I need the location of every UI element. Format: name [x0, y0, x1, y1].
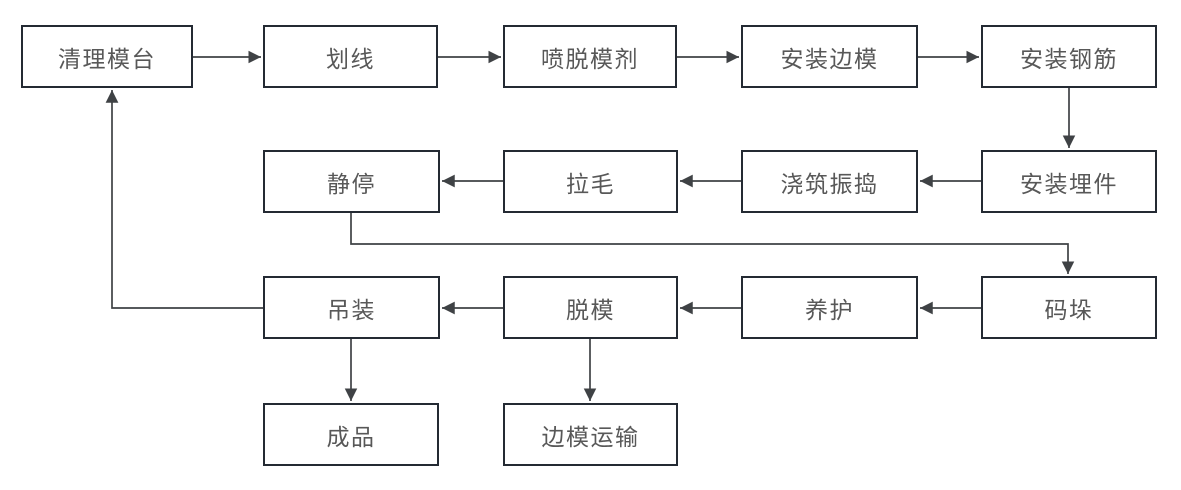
flow-node-label-demolding: 脱模 — [566, 296, 615, 323]
flow-node-label-marking: 划线 — [326, 45, 375, 72]
flow-node-side-mold-transport: 边模运输 — [503, 403, 678, 466]
flow-node-stacking: 码垛 — [981, 276, 1157, 339]
flow-node-label-side-mold-transport: 边模运输 — [541, 423, 640, 450]
flow-node-install-side-mold: 安装边模 — [741, 25, 918, 88]
flow-node-hoisting: 吊装 — [263, 276, 440, 339]
flow-node-pour-vibrate: 浇筑振捣 — [741, 150, 918, 213]
flow-node-label-curing: 养护 — [805, 296, 854, 323]
flow-node-install-rebar: 安装钢筋 — [981, 25, 1157, 88]
flow-node-label-clean-pallet: 清理模台 — [58, 45, 156, 72]
flow-node-roughening: 拉毛 — [503, 150, 678, 213]
flow-node-spray-release-agent: 喷脱模剂 — [503, 25, 677, 88]
flow-node-finished-product: 成品 — [263, 403, 439, 466]
flow-node-install-embeds: 安装埋件 — [981, 150, 1157, 213]
flow-node-demolding: 脱模 — [503, 276, 678, 339]
flow-node-label-stacking: 码垛 — [1044, 296, 1094, 323]
flow-edge-hoisting-to-clean-pallet — [105, 90, 263, 309]
flow-node-label-install-embeds: 安装埋件 — [1020, 170, 1118, 197]
flow-node-label-roughening: 拉毛 — [566, 170, 615, 197]
flow-node-label-finished-product: 成品 — [326, 423, 376, 450]
flow-node-marking: 划线 — [263, 25, 438, 88]
flow-node-label-install-side-mold: 安装边模 — [780, 45, 879, 72]
flow-node-label-hoisting: 吊装 — [327, 296, 376, 323]
flow-node-label-pour-vibrate: 浇筑振捣 — [780, 170, 879, 197]
flow-node-label-resting: 静停 — [327, 170, 376, 197]
flow-node-label-spray-release-agent: 喷脱模剂 — [541, 45, 639, 72]
flow-node-label-install-rebar: 安装钢筋 — [1020, 45, 1118, 72]
flow-node-curing: 养护 — [741, 276, 918, 339]
flow-node-resting: 静停 — [263, 150, 440, 213]
flow-node-clean-pallet: 清理模台 — [21, 25, 193, 88]
flow-edge-resting-to-stacking — [350, 213, 1075, 274]
